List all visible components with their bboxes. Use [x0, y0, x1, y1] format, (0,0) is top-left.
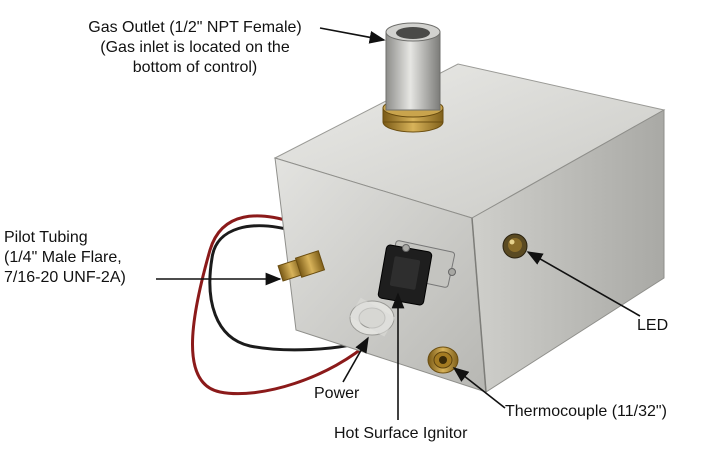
- thermocouple-arrow: [452, 367, 506, 409]
- pilot-tubing-label: Pilot Tubing (1/4" Male Flare, 7/16-20 U…: [4, 228, 126, 288]
- pilot-tubing-label-line1: Pilot Tubing: [4, 229, 88, 246]
- black-wire: [208, 224, 376, 352]
- power-label: Power: [314, 385, 360, 402]
- pilot-tubing-label-line3: 7/16-20 UNF-2A): [4, 269, 126, 286]
- power-arrow: [342, 336, 369, 383]
- pilot-tubing-fitting: [277, 250, 326, 282]
- led-label: LED: [637, 317, 669, 334]
- red-wire: [191, 214, 374, 396]
- gas-outlet-label-line3: bottom of control): [132, 59, 258, 76]
- pilot-tubing-label-line2: (1/4" Male Flare,: [4, 249, 122, 266]
- gas-outlet-label-line1: Gas Outlet (1/2" NPT Female): [88, 19, 302, 36]
- thermocouple-fitting: [427, 346, 459, 374]
- power-cable-gland: [349, 297, 396, 337]
- thermocouple-label: Thermocouple (11/32"): [505, 403, 667, 420]
- gas-outlet-label: Gas Outlet (1/2" NPT Female) (Gas inlet …: [60, 18, 330, 78]
- led-indicator: [502, 233, 528, 259]
- gas-outlet-label-line2: (Gas inlet is located on the: [100, 39, 290, 56]
- gas-outlet-pipe: [385, 31, 441, 111]
- ignitor-connector: [377, 240, 456, 306]
- led-arrow: [526, 251, 641, 317]
- hot-surface-ignitor-label: Hot Surface Ignitor: [334, 425, 468, 442]
- gas-outlet-arrow: [319, 27, 386, 44]
